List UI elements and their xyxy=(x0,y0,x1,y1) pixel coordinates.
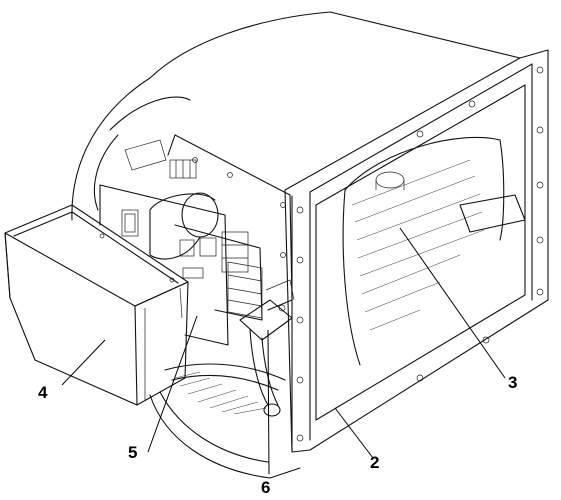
callout-6: 6 xyxy=(261,478,270,497)
control-board-5 xyxy=(99,184,263,346)
inlet-blades xyxy=(174,371,267,415)
leader-lines xyxy=(61,227,506,475)
leader-6 xyxy=(267,329,270,475)
wire-clamp-6 xyxy=(239,279,295,417)
callout-3: 3 xyxy=(508,373,517,392)
leader-3 xyxy=(399,227,506,379)
outlet-flange-2 xyxy=(284,49,549,453)
callout-5: 5 xyxy=(128,443,137,462)
callout-4: 4 xyxy=(38,383,48,402)
leader-2 xyxy=(334,407,374,459)
capacitor xyxy=(149,192,219,260)
leader-5 xyxy=(147,315,198,453)
leader-4 xyxy=(61,339,106,386)
scroll-housing xyxy=(71,11,521,479)
mount-plate xyxy=(124,134,293,311)
impeller-3 xyxy=(342,136,526,366)
cover-box-4 xyxy=(4,204,189,406)
callout-2: 2 xyxy=(370,453,379,472)
callout-labels: 4 5 6 2 3 xyxy=(38,373,517,497)
